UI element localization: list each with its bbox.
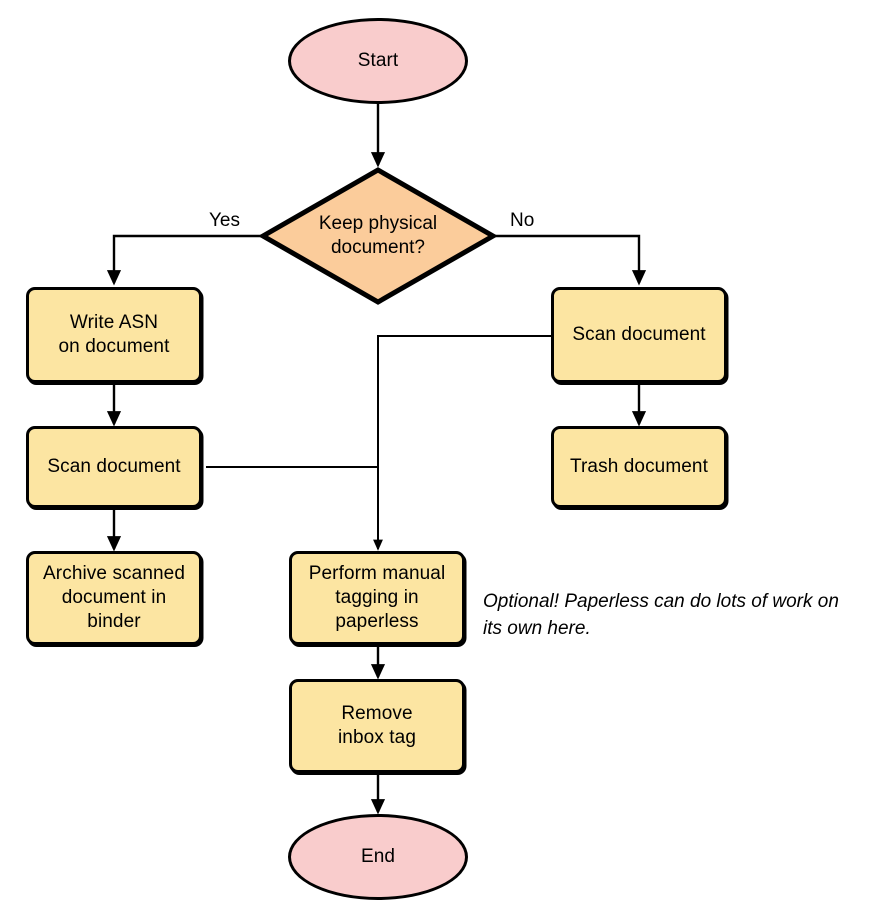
edge-decision-yes-to-write-asn	[106, 234, 265, 286]
node-trash-document[interactable]: Trash document	[551, 426, 727, 508]
edge-scan-right-to-tagging	[373, 335, 551, 551]
node-perform-manual-tagging-in-paperless[interactable]: Perform manual tagging in paperless	[289, 551, 465, 645]
node-end[interactable]: End	[288, 814, 468, 900]
node-write-asn-on-document[interactable]: Write ASN on document	[26, 287, 202, 383]
node-archive-scanned-document-in-binder[interactable]: Archive scanned document in binder	[26, 551, 202, 645]
edge-label-yes: Yes	[209, 210, 240, 231]
decision-diamond-shape	[260, 167, 496, 305]
annotation-optional-paperless-note: Optional! Paperless can do lots of work …	[483, 591, 839, 639]
edge-label-no: No	[510, 210, 535, 231]
node-scan-document-left[interactable]: Scan document	[26, 426, 202, 508]
node-start[interactable]: Start	[288, 18, 468, 104]
edge-decision-no-to-scan-right	[491, 234, 647, 286]
node-decision-keep-physical-document[interactable]: Keep physical document?	[260, 167, 496, 305]
node-scan-document-right[interactable]: Scan document	[551, 287, 727, 383]
node-remove-inbox-tag[interactable]: Remove inbox tag	[289, 679, 465, 773]
